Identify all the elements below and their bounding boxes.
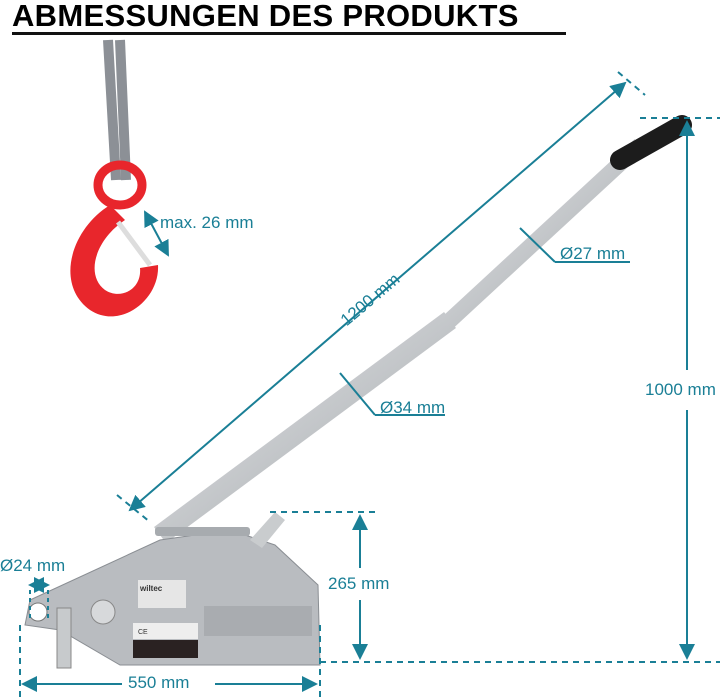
handle-diameter-bottom-label: Ø34 mm [380, 398, 446, 417]
title-underline [12, 32, 566, 35]
total-height-label: 1000 mm [645, 380, 716, 399]
hook-opening-label: max. 26 mm [160, 213, 254, 232]
lever-handle [154, 115, 692, 544]
handle-diameter-top-label: Ø27 mm [560, 244, 626, 263]
dimension-lines [19, 71, 720, 697]
anchor-diameter-label: Ø24 mm [0, 556, 66, 575]
body-length-label: 550 mm [128, 673, 190, 692]
ce-label: CE [138, 629, 148, 636]
body-height-label: 265 mm [328, 574, 390, 593]
brand-label: wiltec [139, 584, 163, 593]
winch-body: wiltec CE [24, 512, 321, 669]
handle-grip [610, 115, 692, 170]
page-title: ABMESSUNGEN DES PRODUKTS [12, 0, 519, 33]
hook-illustration [70, 39, 159, 317]
